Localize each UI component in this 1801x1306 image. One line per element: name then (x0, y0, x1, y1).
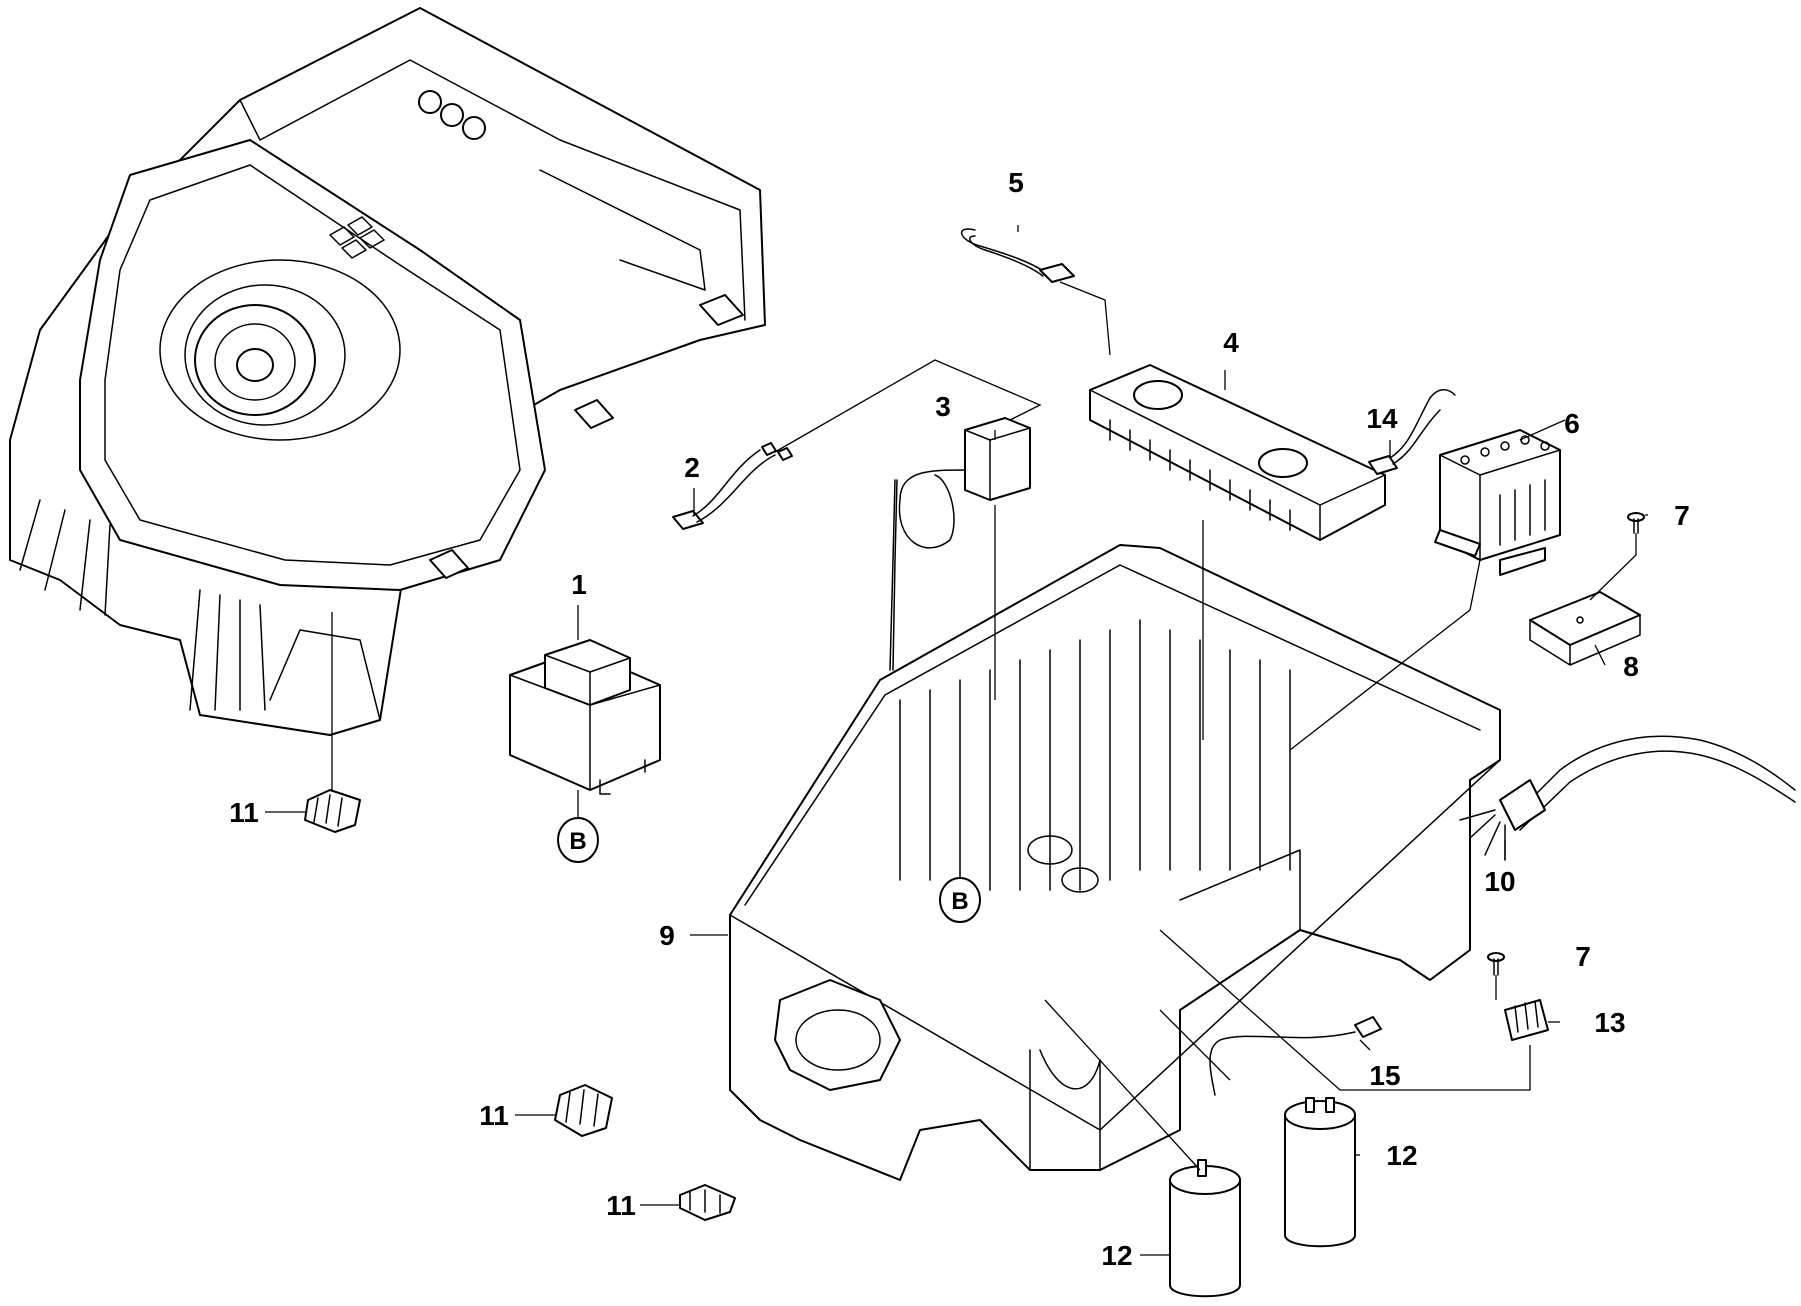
callout-12-left: 12 (1101, 1240, 1132, 1271)
control-board-part (1089, 364, 1386, 541)
callout-13: 13 (1594, 1007, 1625, 1038)
callout-7-upper: 7 (1674, 500, 1690, 531)
earth-lead-part (1209, 1016, 1382, 1096)
sensor-lead-part (961, 228, 1075, 283)
callout-12-right: 12 (1386, 1140, 1417, 1171)
capacitor-part-right (1284, 1097, 1356, 1248)
terminal-block-part (1504, 999, 1549, 1041)
transformer-part (509, 639, 661, 795)
top-cover-housing (9, 7, 766, 736)
clip-part-lower (679, 1184, 736, 1221)
thermostat-relay-part (889, 417, 1031, 671)
callout-3: 3 (935, 391, 951, 422)
base-marker-badge: B (939, 877, 981, 923)
clip-part-upper (304, 789, 361, 833)
leader-lines (265, 225, 1648, 1256)
power-cord-part (1459, 735, 1796, 861)
connector-cable-part (672, 442, 793, 530)
callout-9: 9 (659, 920, 675, 951)
callout-10: 10 (1484, 866, 1515, 897)
base-housing-part (729, 544, 1501, 1181)
callout-7-lower: 7 (1575, 941, 1591, 972)
callout-1: 1 (571, 569, 587, 600)
din-rail-part (1529, 591, 1641, 666)
callout-4: 4 (1223, 327, 1239, 358)
connector-lead-part (1368, 389, 1456, 475)
callout-11-lower: 11 (606, 1190, 636, 1221)
svg-text:B: B (951, 888, 968, 915)
clip-part-middle (554, 1084, 613, 1137)
transformer-marker-badge: B (557, 817, 599, 863)
callout-6: 6 (1564, 408, 1580, 439)
callout-14: 14 (1366, 403, 1398, 434)
screw-part-upper (1627, 512, 1645, 534)
callout-15: 15 (1369, 1060, 1400, 1091)
callout-8: 8 (1623, 651, 1639, 682)
callout-11-upper: 11 (229, 797, 259, 828)
screw-part-lower (1487, 952, 1505, 976)
callout-11-middle: 11 (479, 1100, 509, 1131)
callout-2: 2 (684, 452, 700, 483)
callout-5: 5 (1008, 167, 1024, 198)
capacitor-part-left (1169, 1159, 1241, 1298)
contactor-part (1434, 429, 1561, 576)
svg-text:B: B (569, 828, 586, 855)
